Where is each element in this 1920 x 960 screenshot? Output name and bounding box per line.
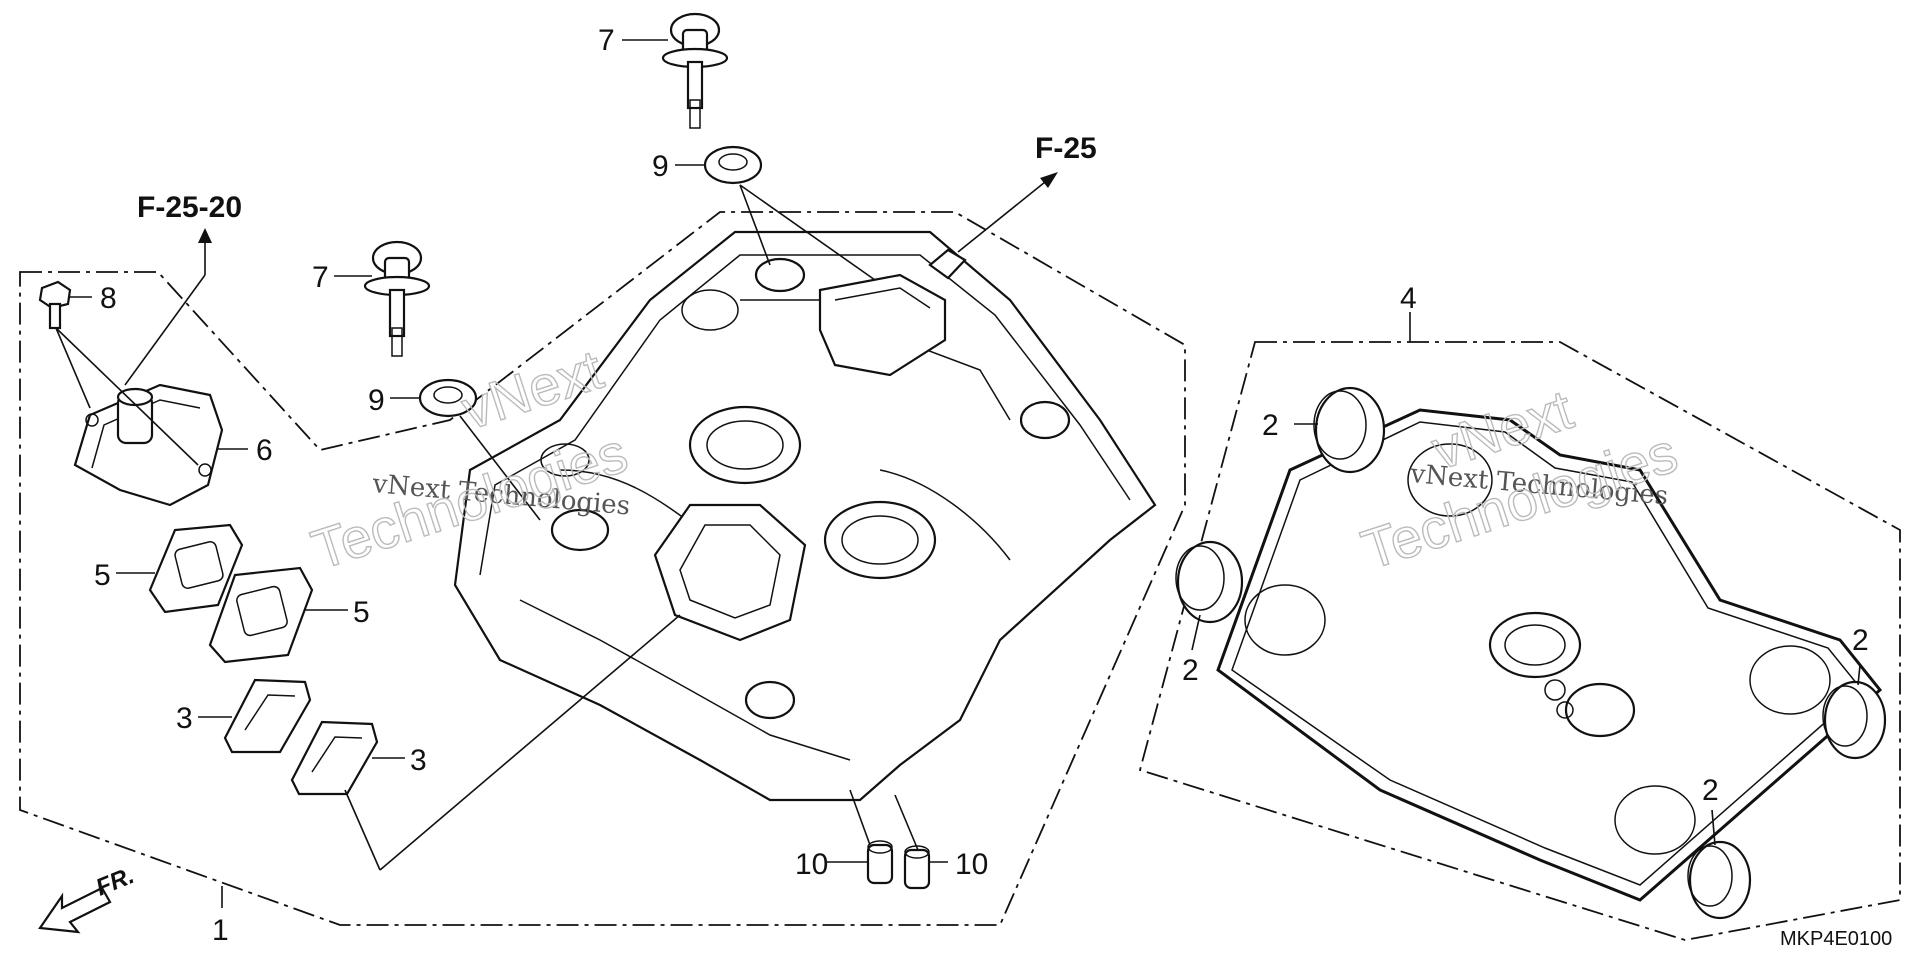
callout-7-upper: 7: [598, 24, 615, 57]
flange-bolt-7-lower: [363, 240, 431, 357]
callout-9-lower: 9: [368, 384, 385, 417]
head-cover-gasket: [1216, 408, 1883, 902]
grommet-9-upper: [703, 145, 763, 185]
cylinder-head-cover: [453, 230, 1157, 802]
callout-2-top: 2: [1262, 409, 1279, 442]
callout-2-right: 2: [1852, 624, 1869, 657]
ref-label-f-25: F-25: [1035, 132, 1097, 165]
dowel-pin-right: [903, 845, 931, 890]
plug-seal-left: [1175, 540, 1244, 624]
gasket-set-outline: [1138, 341, 1901, 941]
plug-seal-right: [1822, 680, 1887, 760]
front-arrow-icon: [38, 886, 112, 934]
reed-valve-upper: [148, 523, 244, 614]
plug-seal-top: [1313, 386, 1386, 474]
callout-2-bottom: 2: [1702, 774, 1719, 807]
callout-5-upper: 5: [94, 559, 111, 592]
callout-2-left: 2: [1182, 654, 1199, 687]
arrow-head-f-25: [1040, 172, 1058, 188]
drawing-code: MKP4E0100: [1780, 928, 1892, 950]
reed-stopper-lower: [290, 720, 379, 796]
callout-5-lower: 5: [353, 596, 370, 629]
reed-valve-lower: [208, 566, 314, 664]
flange-bolt-8: [38, 280, 72, 330]
ref-label-f-25-20: F-25-20: [137, 191, 242, 224]
plug-seal-parts: [1175, 386, 1887, 920]
callout-10-left: 10: [795, 848, 828, 881]
dowel-pin-left: [866, 840, 894, 885]
leader-lines: [55, 39, 1861, 908]
flange-bolt-7-upper: [661, 12, 729, 129]
reed-stopper-upper: [223, 678, 312, 754]
reed-valve-cover: [73, 383, 224, 507]
callout-7-lower: 7: [312, 261, 329, 294]
front-direction-label: FR.: [92, 862, 138, 902]
callout-6: 6: [256, 434, 273, 467]
callout-9-upper: 9: [652, 150, 669, 183]
plug-seal-bottom: [1687, 840, 1752, 920]
callout-1: 1: [212, 914, 229, 947]
callout-3-upper: 3: [176, 702, 193, 735]
callout-8: 8: [100, 282, 117, 315]
callout-4: 4: [1400, 282, 1417, 315]
grommet-9-lower: [418, 378, 478, 418]
callout-3-lower: 3: [410, 744, 427, 777]
callout-10-right: 10: [955, 848, 988, 881]
cover-assembly-outline: [19, 211, 1186, 926]
arrow-head-f-25-20: [198, 228, 212, 243]
front-direction-indicator: FR.: [38, 862, 138, 934]
